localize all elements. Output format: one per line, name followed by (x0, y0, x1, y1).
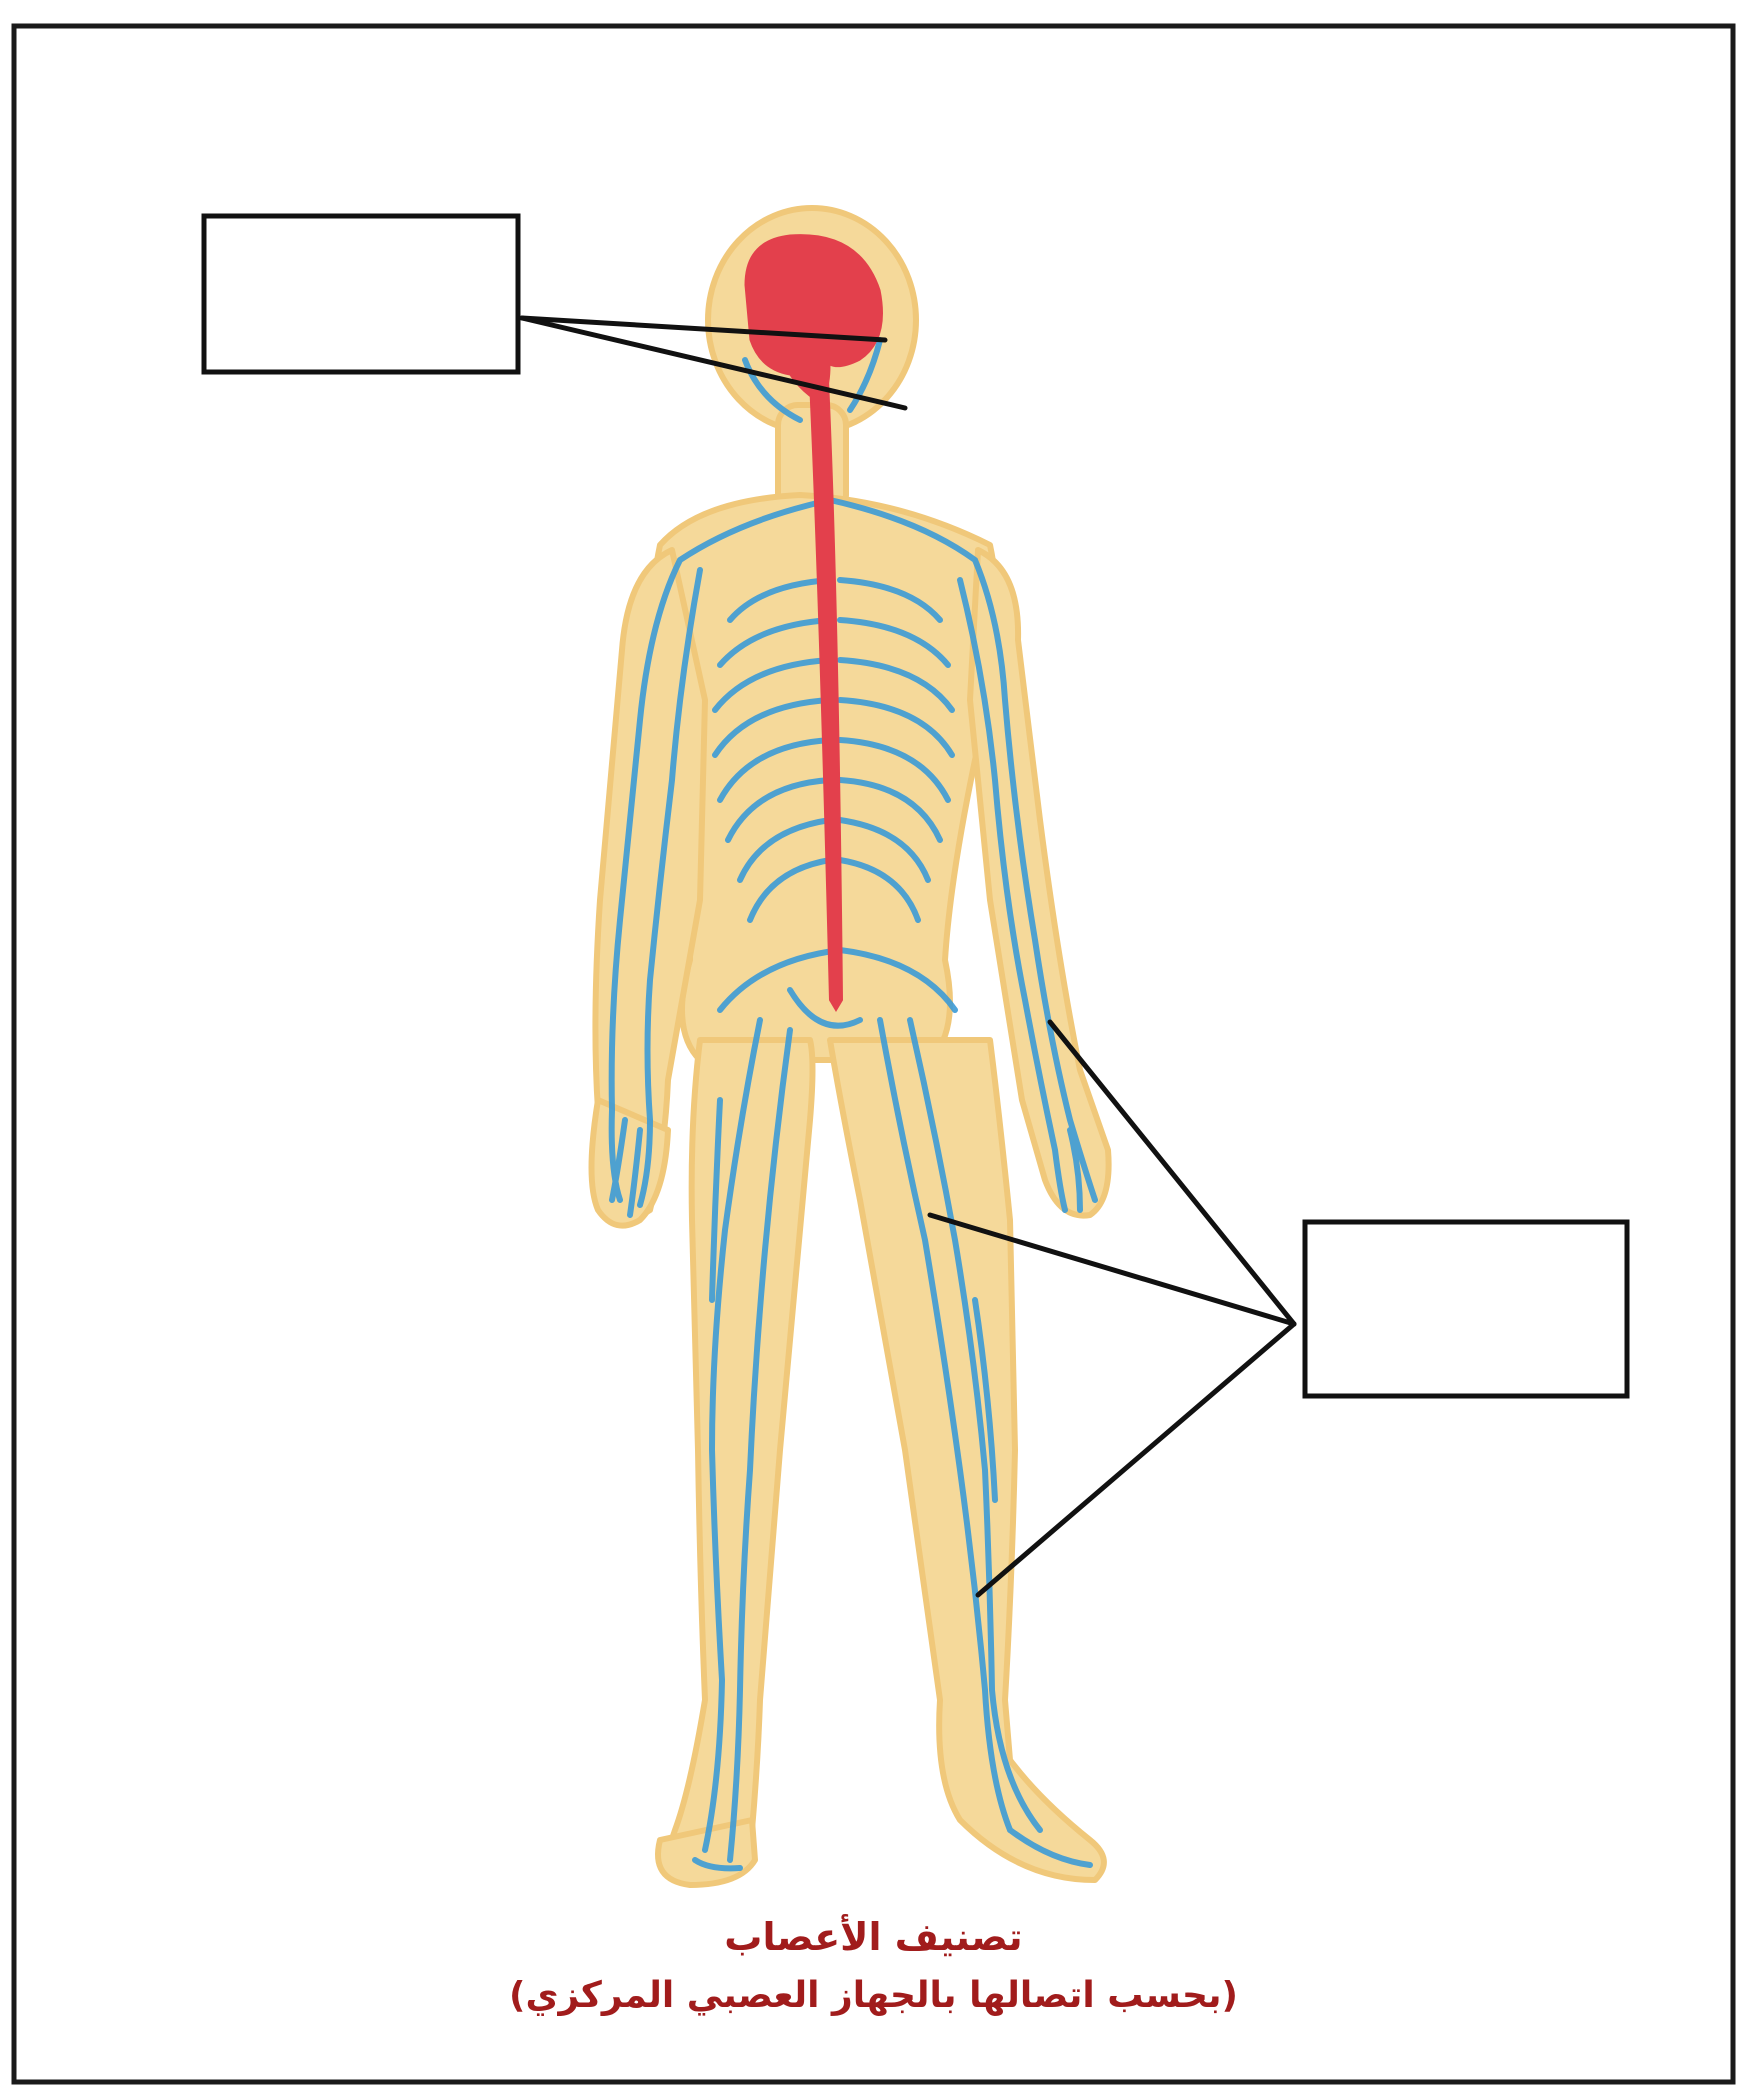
label-box-upper-left[interactable] (204, 216, 518, 372)
caption-subtitle: (بحسب اتصالها بالجهاز العصبي المركزي) (0, 1975, 1747, 2016)
human-body-figure (592, 208, 1109, 1885)
label-box-lower-right[interactable] (1305, 1222, 1627, 1396)
caption-title: تصنيف الأعصاب (0, 1915, 1747, 1959)
leader-line-shin (978, 1324, 1294, 1595)
